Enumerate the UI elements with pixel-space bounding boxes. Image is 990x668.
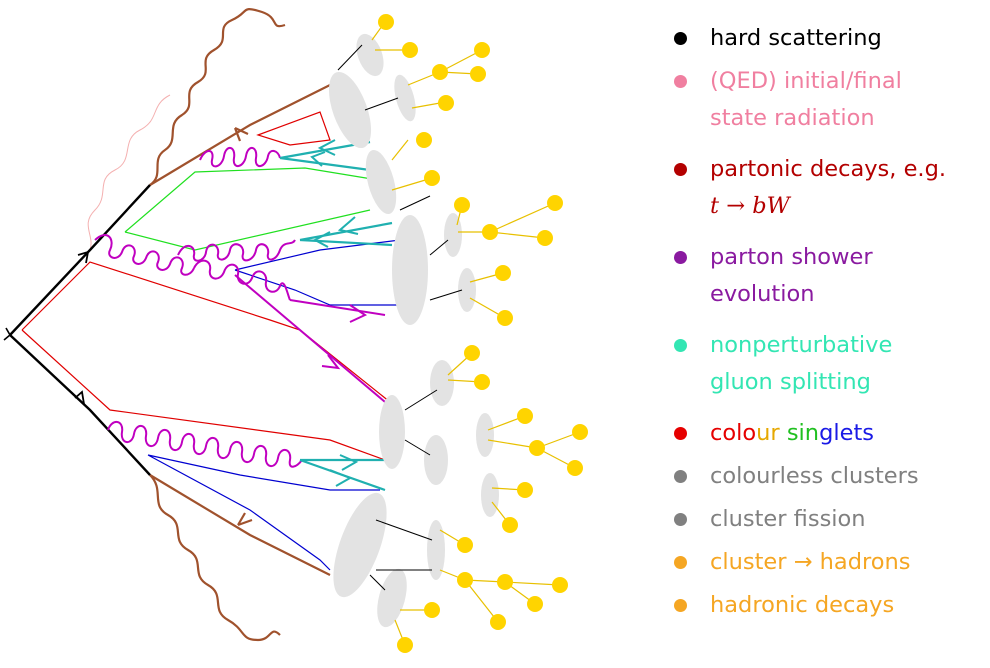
legend-label-part: sin xyxy=(786,420,820,446)
hard-arrow-bottom xyxy=(74,390,85,405)
legend-item-hadronic-decays: hadronic decays xyxy=(672,587,982,630)
colour-singlet-green xyxy=(124,167,379,251)
gluon-splitting-arrows xyxy=(310,139,359,487)
legend-label: colourless clusters xyxy=(710,463,919,489)
legend-label: nonperturbative xyxy=(710,332,893,358)
legend-item-parton-shower: parton shower evolution xyxy=(672,239,982,327)
bullet-icon xyxy=(674,470,687,483)
parton-shower xyxy=(94,147,386,468)
legend-label-line2: gluon splitting xyxy=(710,369,871,395)
bullet-icon xyxy=(674,599,687,612)
bullet-icon xyxy=(674,556,687,569)
legend-label-part: glets xyxy=(819,420,874,446)
qed-line-top xyxy=(149,84,331,186)
legend-label: partonic decays, e.g. xyxy=(710,156,946,182)
legend-label: (QED) initial/final xyxy=(710,68,902,94)
legend: hard scattering (QED) initial/final stat… xyxy=(672,20,982,630)
cluster-connections xyxy=(337,44,463,591)
qed-soft-radiation xyxy=(87,94,171,251)
colour-singlets-red xyxy=(21,111,391,461)
qed-arrow-bottom xyxy=(237,512,253,527)
legend-item-gluon-splitting: nonperturbative gluon splitting xyxy=(672,327,982,415)
hard-arrow-top xyxy=(77,250,90,264)
bullet-icon xyxy=(674,339,687,352)
qed-radiation xyxy=(149,8,331,642)
qed-photon-bottom xyxy=(149,474,281,642)
legend-label-part: colo xyxy=(710,420,757,446)
bullet-icon xyxy=(674,427,687,440)
hard-scattering xyxy=(3,184,151,476)
legend-item-partonic-decays: partonic decays, e.g. t → bW xyxy=(672,151,982,239)
hadrons xyxy=(378,14,588,653)
qed-photon-top xyxy=(149,8,286,186)
legend-item-cluster-hadrons: cluster → hadrons xyxy=(672,544,982,587)
legend-label: cluster fission xyxy=(710,506,866,532)
bullet-icon xyxy=(674,513,687,526)
event-diagram xyxy=(3,8,588,653)
legend-label: parton shower xyxy=(710,244,873,270)
clusters xyxy=(328,33,499,628)
legend-label-line2: evolution xyxy=(710,281,815,307)
shower-arrow-2 xyxy=(321,354,341,370)
legend-label-line2: state radiation xyxy=(710,105,875,131)
qed-arrow-top xyxy=(233,127,249,142)
legend-label: cluster → hadrons xyxy=(710,549,911,575)
qed-line-bottom xyxy=(149,474,331,576)
legend-item-colour-singlets: colour singlets xyxy=(672,415,982,458)
legend-label-part: ur xyxy=(756,420,787,446)
bullet-icon xyxy=(674,75,687,88)
shower-arrow-1 xyxy=(349,304,368,323)
legend-item-qed-radiation: (QED) initial/final state radiation xyxy=(672,63,982,151)
legend-label: hard scattering xyxy=(710,25,882,51)
legend-label-line2: t → bW xyxy=(710,193,790,219)
legend-item-cluster-fission: cluster fission xyxy=(672,501,982,544)
bullet-icon xyxy=(674,251,687,264)
legend-item-hard-scattering: hard scattering xyxy=(672,20,982,63)
legend-item-colourless-clusters: colourless clusters xyxy=(672,458,982,501)
bullet-icon xyxy=(674,163,687,176)
bullet-icon xyxy=(674,32,687,45)
legend-label: hadronic decays xyxy=(710,592,895,618)
